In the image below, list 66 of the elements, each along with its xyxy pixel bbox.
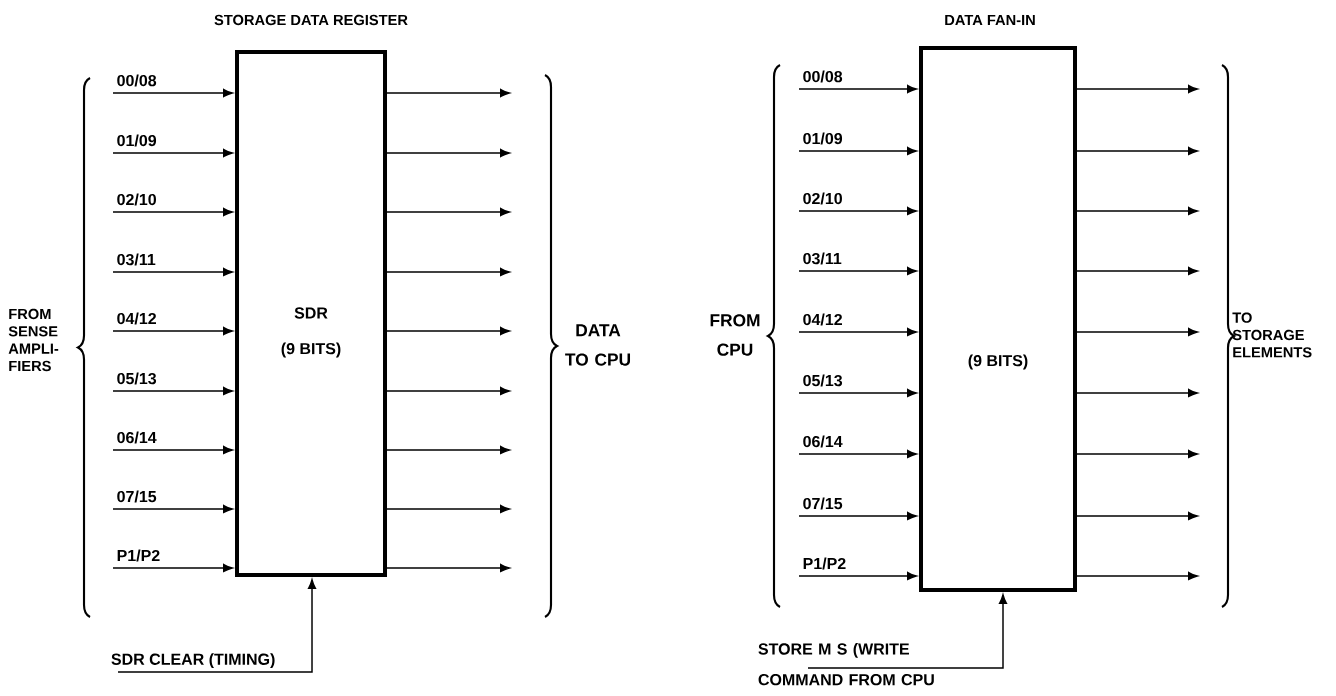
arrow (798, 571, 917, 581)
arrow (798, 146, 917, 156)
arrow (112, 148, 233, 158)
arrow (1076, 511, 1198, 521)
side-label: FROM CPU (710, 314, 760, 356)
edge-label: 04/12 (803, 313, 842, 326)
arrow (798, 388, 917, 398)
edge-label: 05/13 (117, 372, 157, 385)
arrow (1076, 388, 1198, 398)
box-heading: STORAGE DATA REGISTER (214, 14, 408, 26)
side-label: FROM SENSE AMPLI- FIERS (8, 308, 59, 372)
arrow (1076, 327, 1198, 337)
edge-label: 00/08 (117, 74, 157, 87)
arrow (112, 326, 233, 336)
arrow (798, 266, 917, 276)
arrow (798, 449, 917, 459)
arrow (112, 267, 233, 277)
arrow (1076, 206, 1198, 216)
edge-label: 06/14 (117, 431, 157, 444)
arrow (386, 326, 510, 336)
edge-label: 01/09 (803, 132, 843, 145)
edge-label: 07/15 (117, 490, 157, 503)
side-label: TO STORAGE ELEMENTS (1232, 312, 1312, 358)
edge-label: P1/P2 (117, 549, 160, 562)
edge-label: 02/10 (803, 192, 842, 205)
edge-label: 05/13 (803, 374, 843, 387)
arrow (386, 504, 510, 514)
arrow (386, 267, 510, 277)
arrow (386, 148, 510, 158)
arrow (386, 88, 510, 98)
edge-label: 07/15 (803, 497, 843, 510)
arrow (386, 386, 510, 396)
edge-label: 03/11 (803, 252, 842, 265)
arrow (386, 563, 510, 573)
edge-label: 06/14 (803, 435, 843, 448)
arrow (117, 579, 317, 673)
arrow (1076, 84, 1198, 94)
arrow (112, 445, 233, 455)
register-box: SDR (9 BITS) (235, 50, 387, 577)
arrow (386, 445, 510, 455)
arrow (386, 207, 510, 217)
edge-label: 03/11 (117, 253, 156, 266)
edge-label: P1/P2 (803, 557, 846, 570)
arrow (1076, 449, 1198, 459)
arrow (112, 563, 233, 573)
side-label: DATA TO CPU (565, 324, 630, 366)
signal-label: STORE M S (WRITE COMMAND FROM CPU (758, 642, 934, 686)
arrow (807, 594, 1008, 669)
signal-label: SDR CLEAR (TIMING) (111, 653, 275, 669)
arrow (112, 207, 233, 217)
arrow (1076, 266, 1198, 276)
edge-label: 02/10 (117, 193, 156, 206)
arrow (112, 504, 233, 514)
register-box: (9 BITS) (919, 46, 1077, 592)
arrow (1076, 146, 1198, 156)
arrow (112, 386, 233, 396)
edge-label: 00/08 (803, 70, 843, 83)
arrow (112, 88, 233, 98)
box-heading: DATA FAN-IN (945, 14, 1035, 26)
arrow (798, 511, 917, 521)
edge-label: 01/09 (117, 134, 157, 147)
arrow (798, 327, 917, 337)
edge-label: 04/12 (117, 312, 156, 325)
arrow (798, 84, 917, 94)
arrow (1076, 571, 1198, 581)
arrow (798, 206, 917, 216)
